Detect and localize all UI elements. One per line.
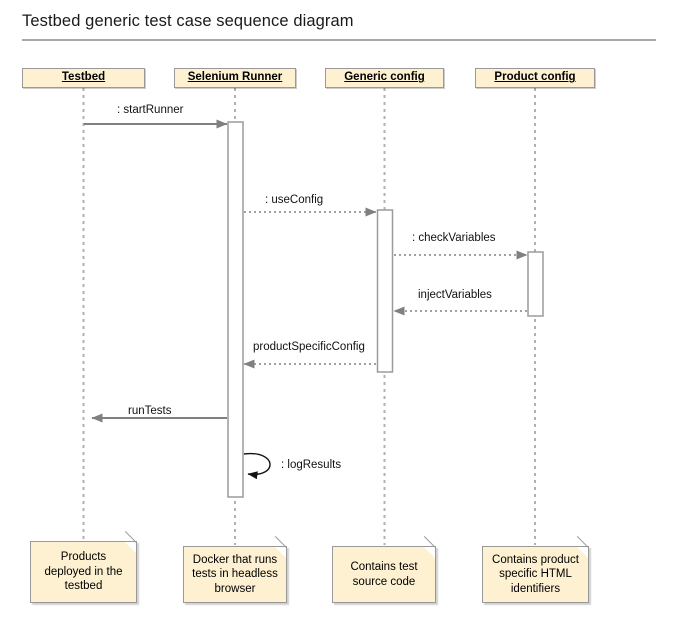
participant-generic[interactable]: Generic config: [325, 68, 444, 88]
note-fold-corner-icon: [275, 547, 286, 558]
note-fold-corner-icon: [424, 547, 435, 558]
message-label-logResults: : logResults: [281, 459, 342, 471]
message-logResults[interactable]: [243, 452, 271, 480]
lifelines: [82, 88, 536, 545]
participant-label: Testbed: [61, 71, 106, 84]
message-label-checkVariables: : checkVariables: [412, 232, 496, 244]
message-label-useConfig: : useConfig: [265, 194, 324, 206]
act-product[interactable]: [527, 251, 544, 317]
note-fold-corner-icon: [125, 542, 136, 553]
note-text: Contains test source code: [350, 561, 418, 588]
title-divider: [22, 39, 656, 41]
act-generic[interactable]: [376, 209, 394, 373]
note-selenium[interactable]: Docker that runs tests in headless brows…: [183, 536, 287, 603]
note-text: Contains product specific HTML identifie…: [492, 553, 579, 595]
activation-bars: [227, 121, 544, 498]
participant-selenium[interactable]: Selenium Runner: [174, 68, 296, 88]
note-generic[interactable]: Contains test source code: [332, 536, 436, 603]
act-selenium[interactable]: [227, 121, 244, 498]
participant-label: Product config: [494, 71, 576, 84]
note-testbed[interactable]: Products deployed in the testbed: [30, 531, 137, 603]
note-product[interactable]: Contains product specific HTML identifie…: [482, 536, 589, 603]
message-label-runTests: runTests: [128, 405, 172, 417]
participant-label: Selenium Runner: [187, 71, 283, 84]
note-text: Docker that runs tests in headless brows…: [192, 553, 278, 595]
message-arrows: [84, 119, 528, 480]
message-label-productSpecificConfig: productSpecificConfig: [253, 341, 365, 353]
note-fold-corner-icon: [577, 547, 588, 558]
participant-testbed[interactable]: Testbed: [22, 68, 145, 88]
participant-product[interactable]: Product config: [475, 68, 595, 88]
message-label-injectVariables: injectVariables: [418, 289, 492, 301]
page-title: Testbed generic test case sequence diagr…: [22, 12, 354, 30]
participant-label: Generic config: [344, 71, 425, 84]
message-label-startRunner: : startRunner: [117, 104, 184, 116]
note-text: Products deployed in the testbed: [44, 551, 123, 593]
